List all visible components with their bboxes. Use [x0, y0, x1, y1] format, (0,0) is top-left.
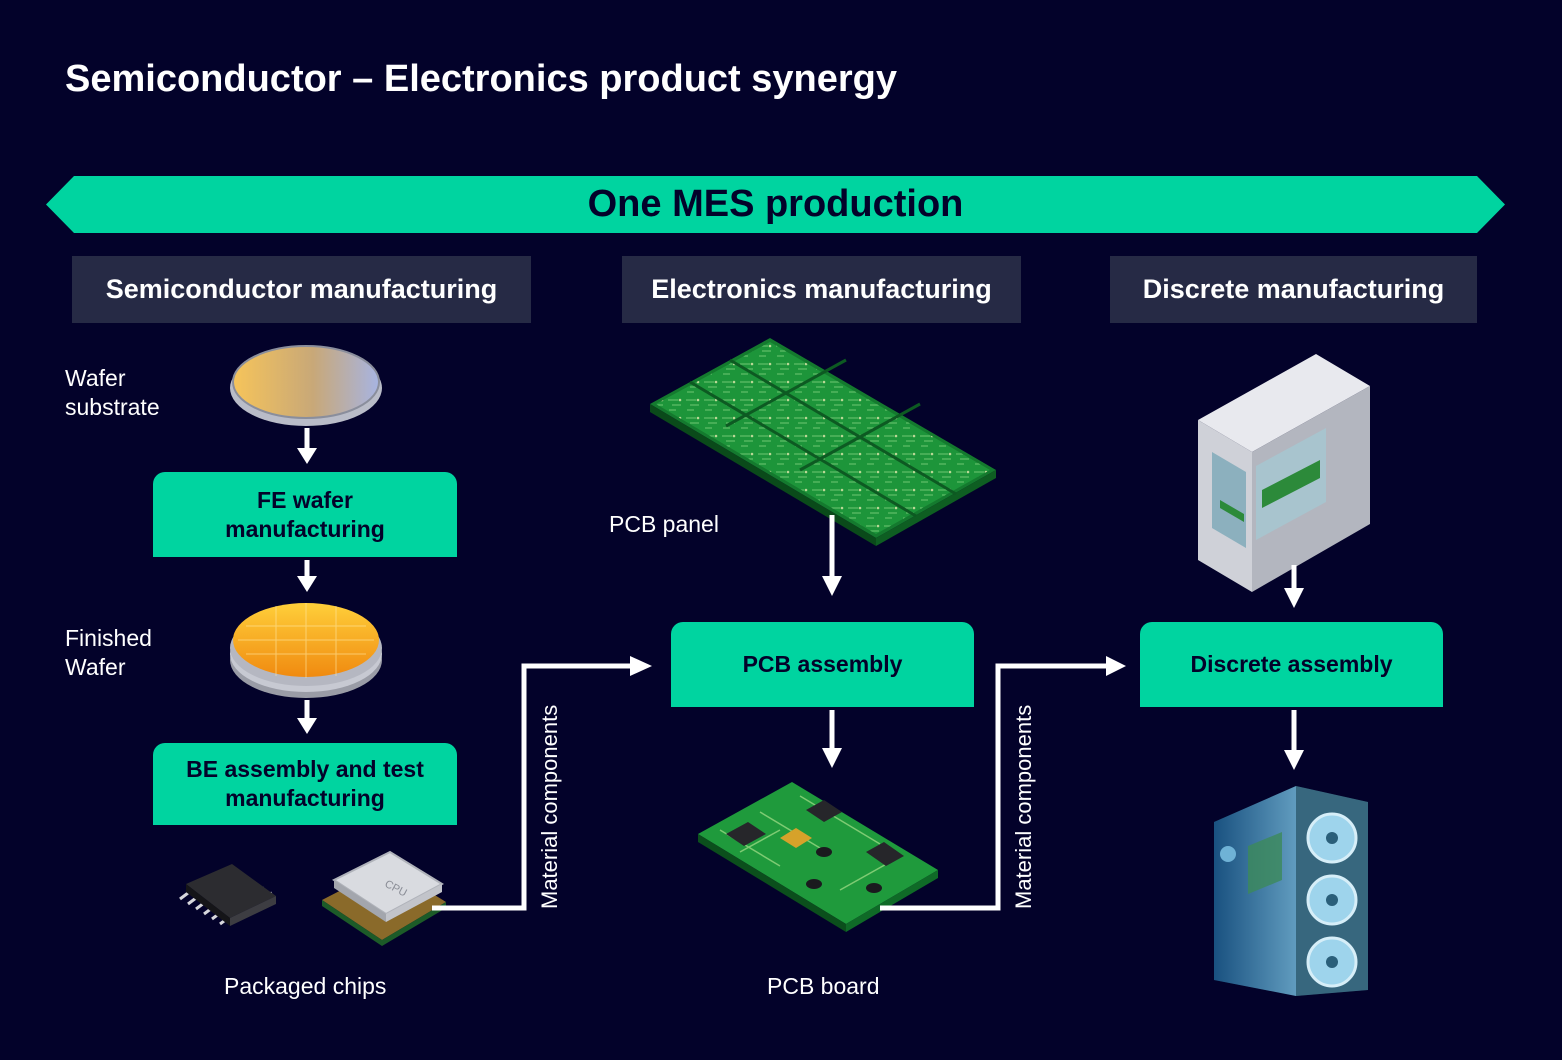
pcb-panel-label: PCB panel: [609, 511, 719, 537]
pcb-board-image: [698, 782, 938, 932]
finished-wafer-image: [230, 603, 382, 698]
wafer-substrate-image: [230, 345, 382, 426]
arrow-heads: [297, 448, 1304, 770]
pcb-assembly-box: PCB assembly: [671, 622, 974, 707]
flow-arrows: [304, 428, 1297, 911]
connector-chips-to-pcb: [432, 663, 632, 911]
column-heading-electronics: Electronics manufacturing: [622, 256, 1021, 323]
pcb-panel-image: [650, 338, 996, 546]
fe-wafer-manufacturing-box: FE wafer manufacturing: [153, 472, 457, 557]
be-assembly-test-box: BE assembly and test manufacturing: [153, 743, 457, 825]
discrete-machine-image: [1198, 354, 1370, 592]
mes-banner-label: One MES production: [587, 183, 964, 225]
column-heading-semiconductor: Semiconductor manufacturing: [72, 256, 531, 323]
pc-case-image: [1214, 786, 1368, 996]
discrete-assembly-box: Discrete assembly: [1140, 622, 1443, 707]
column-heading-discrete: Discrete manufacturing: [1110, 256, 1477, 323]
mes-banner: One MES production: [46, 176, 1505, 233]
finished-wafer-label: Finished Wafer: [65, 625, 152, 680]
pcb-board-label: PCB board: [767, 973, 880, 999]
packaged-chips-label: Packaged chips: [224, 973, 387, 999]
soic-chip-image: [179, 864, 276, 926]
connector-board-to-discrete: [880, 663, 1108, 911]
wafer-substrate-label: Wafer substrate: [65, 365, 160, 420]
page-title: Semiconductor – Electronics product syne…: [65, 58, 897, 100]
cpu-chip-image: CPU: [322, 850, 446, 946]
